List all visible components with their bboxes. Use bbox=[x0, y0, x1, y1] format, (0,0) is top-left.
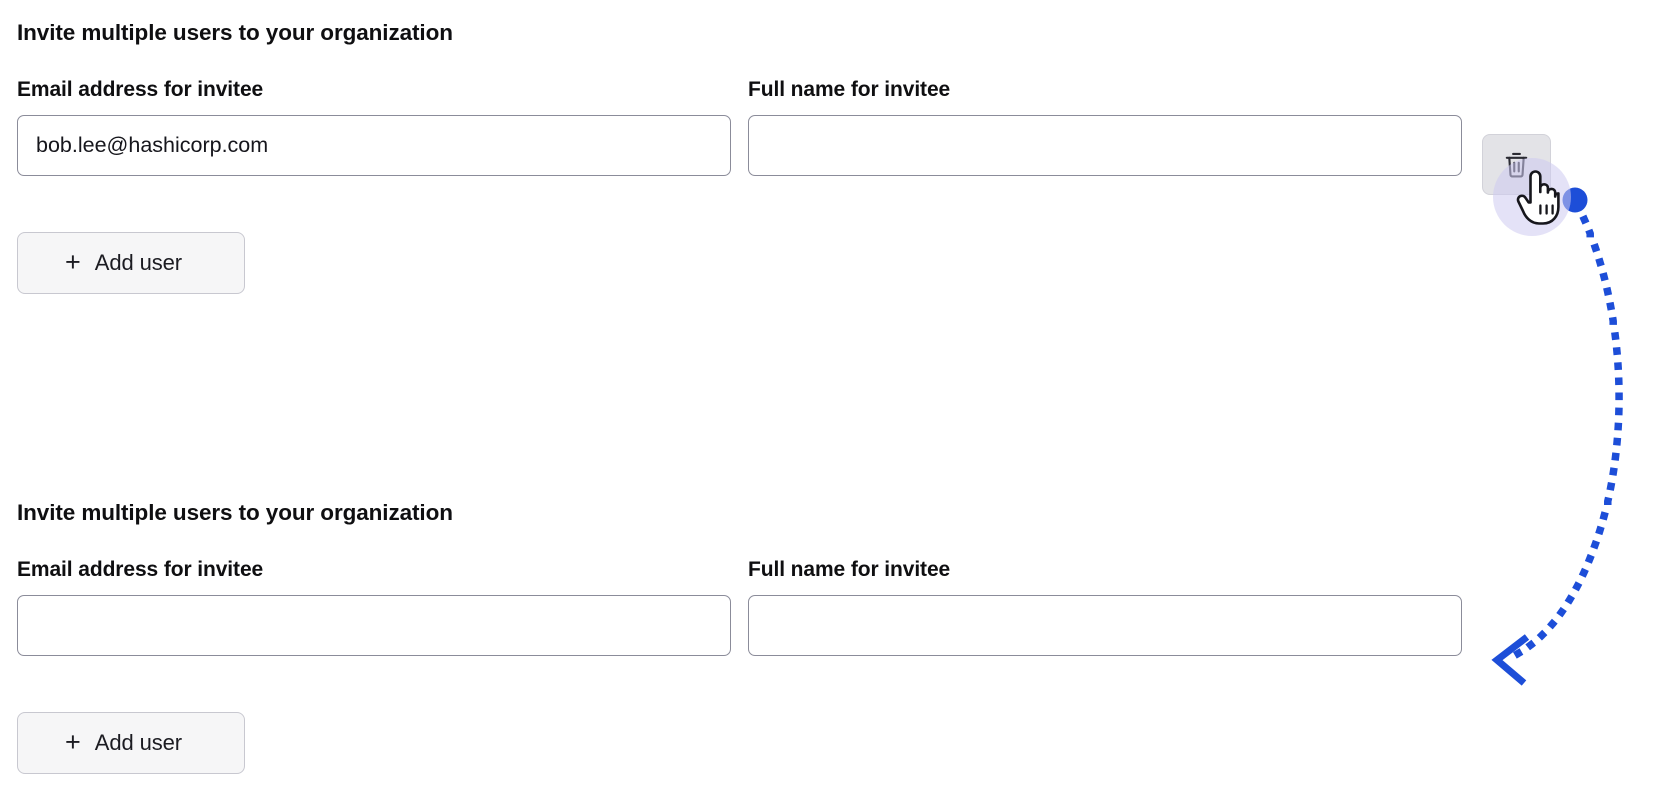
add-user-button-2[interactable]: + Add user bbox=[17, 712, 245, 774]
fullname-input[interactable] bbox=[748, 115, 1462, 176]
email-input[interactable] bbox=[17, 115, 731, 176]
plus-icon-2: + bbox=[65, 726, 81, 757]
invitee-field-row-1: Email address for invitee Full name for … bbox=[0, 78, 1672, 198]
fullname-input-2[interactable] bbox=[748, 595, 1462, 656]
email-input-2[interactable] bbox=[17, 595, 731, 656]
delete-invitee-button[interactable] bbox=[1482, 134, 1551, 195]
add-user-label-2: Add user bbox=[94, 730, 183, 755]
trash-icon bbox=[1503, 150, 1530, 180]
email-field-label: Email address for invitee bbox=[17, 78, 264, 101]
fullname-field-label-2: Full name for invitee bbox=[748, 558, 951, 581]
page-title: Invite multiple users to your organizati… bbox=[17, 20, 453, 45]
fullname-field-label: Full name for invitee bbox=[748, 78, 951, 101]
invitee-field-row-2: Email address for invitee Full name for … bbox=[0, 558, 1672, 678]
email-field-group-1: Email address for invitee bbox=[17, 78, 731, 176]
add-user-button[interactable]: + Add user bbox=[17, 232, 245, 294]
fullname-field-group-1: Full name for invitee bbox=[748, 78, 1462, 176]
add-user-label: Add user bbox=[94, 250, 183, 275]
page-title-secondary: Invite multiple users to your organizati… bbox=[17, 500, 453, 525]
email-field-label-2: Email address for invitee bbox=[17, 558, 264, 581]
plus-icon: + bbox=[65, 246, 81, 277]
email-field-group-2: Email address for invitee bbox=[17, 558, 731, 656]
fullname-field-group-2: Full name for invitee bbox=[748, 558, 1462, 656]
